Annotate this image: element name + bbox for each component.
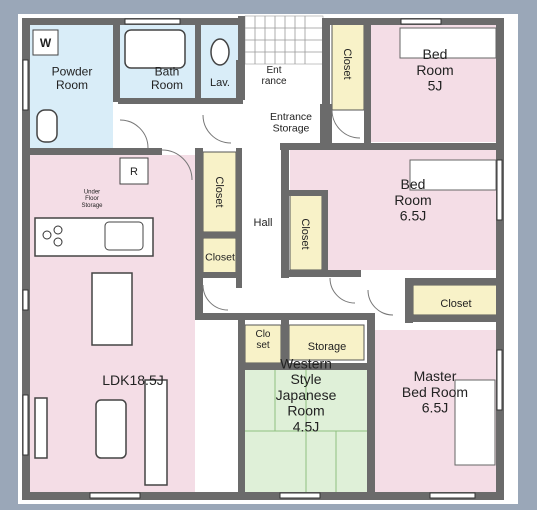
entrance-tile-grid bbox=[245, 16, 323, 64]
closet-top bbox=[331, 23, 365, 111]
toilet-icon bbox=[210, 38, 230, 66]
bathtub-icon bbox=[124, 29, 186, 69]
label-closet-hall1: Closet bbox=[213, 176, 225, 207]
bed-6-5j-icon bbox=[409, 159, 497, 191]
master-bed-icon bbox=[454, 379, 496, 466]
tatami-grid bbox=[245, 370, 367, 492]
kitchen-sink-icon bbox=[104, 221, 144, 251]
bed-5j-icon bbox=[399, 27, 497, 59]
label-closet-right: Closet bbox=[440, 298, 471, 310]
label-hall: Hall bbox=[254, 217, 273, 229]
door-swings bbox=[119, 109, 394, 316]
dining-table-icon bbox=[91, 272, 133, 346]
windows bbox=[22, 18, 503, 499]
label-closet-bed65: Closet bbox=[299, 218, 311, 249]
label-closet-hall2: Closet bbox=[205, 252, 235, 264]
closet-hall-upper bbox=[202, 151, 237, 233]
washer-symbol: W bbox=[40, 36, 52, 50]
label-storage: Storage bbox=[308, 341, 347, 353]
refrigerator-icon bbox=[119, 157, 149, 185]
coffee-table-icon bbox=[95, 399, 127, 459]
sofa-icon bbox=[144, 379, 168, 486]
label-lav: Lav. bbox=[210, 77, 230, 89]
label-ldk: LDK18.5J bbox=[102, 372, 163, 388]
sink-icon bbox=[36, 109, 58, 143]
stove-icon bbox=[42, 225, 63, 247]
closet-small bbox=[244, 324, 282, 364]
tv-icon bbox=[34, 397, 48, 459]
closet-bed-6-5 bbox=[289, 194, 323, 271]
label-closet-top: Closet bbox=[341, 48, 353, 79]
refrigerator-symbol: R bbox=[130, 166, 138, 178]
washer-icon bbox=[32, 29, 59, 56]
storage bbox=[288, 324, 365, 361]
